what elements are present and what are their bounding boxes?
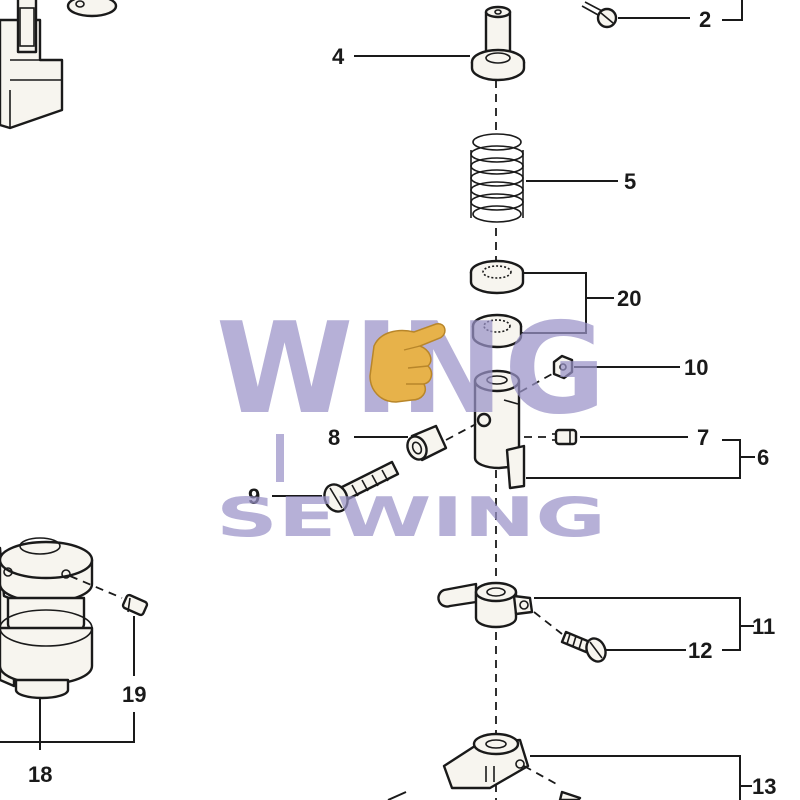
callout-2: 2 xyxy=(699,7,711,32)
part-2-screw xyxy=(581,0,743,29)
callout-12: 12 xyxy=(688,638,712,663)
part-8-bushing xyxy=(354,423,477,462)
part-20-washer-lower xyxy=(471,313,523,349)
callout-6: 6 xyxy=(757,445,769,470)
part-12-screw xyxy=(533,611,686,663)
callout-13: 13 xyxy=(752,774,776,799)
part-7-setscrew xyxy=(524,428,688,446)
part-13-bracket xyxy=(387,732,752,800)
part-10-nut xyxy=(519,354,680,393)
callout-4: 4 xyxy=(332,44,345,69)
part-19-setscrew xyxy=(69,575,149,676)
callout-5: 5 xyxy=(624,169,636,194)
part-9-screw xyxy=(272,460,400,513)
housing-assembly xyxy=(0,0,118,130)
watermark-logo: WING SEWING xyxy=(216,295,606,549)
part-20-bracket xyxy=(522,272,614,334)
callout-10: 10 xyxy=(684,355,708,380)
part-5-spring xyxy=(470,133,618,223)
part-6-body xyxy=(473,369,755,490)
part-4-pin xyxy=(354,5,526,82)
pointing-hand-icon xyxy=(369,323,446,403)
callout-20: 20 xyxy=(617,286,641,311)
callout-9: 9 xyxy=(248,484,260,509)
callout-11: 11 xyxy=(752,614,775,639)
watermark-sewing-text: SEWING xyxy=(216,486,606,549)
part-11-clamp xyxy=(437,581,754,651)
callout-19: 19 xyxy=(122,682,146,707)
callout-7: 7 xyxy=(697,425,709,450)
part-20-washer-upper xyxy=(469,259,525,295)
part-18-hub xyxy=(0,537,135,750)
callout-8: 8 xyxy=(328,425,340,450)
callout-18: 18 xyxy=(28,762,52,787)
watermark-divider xyxy=(276,434,284,482)
